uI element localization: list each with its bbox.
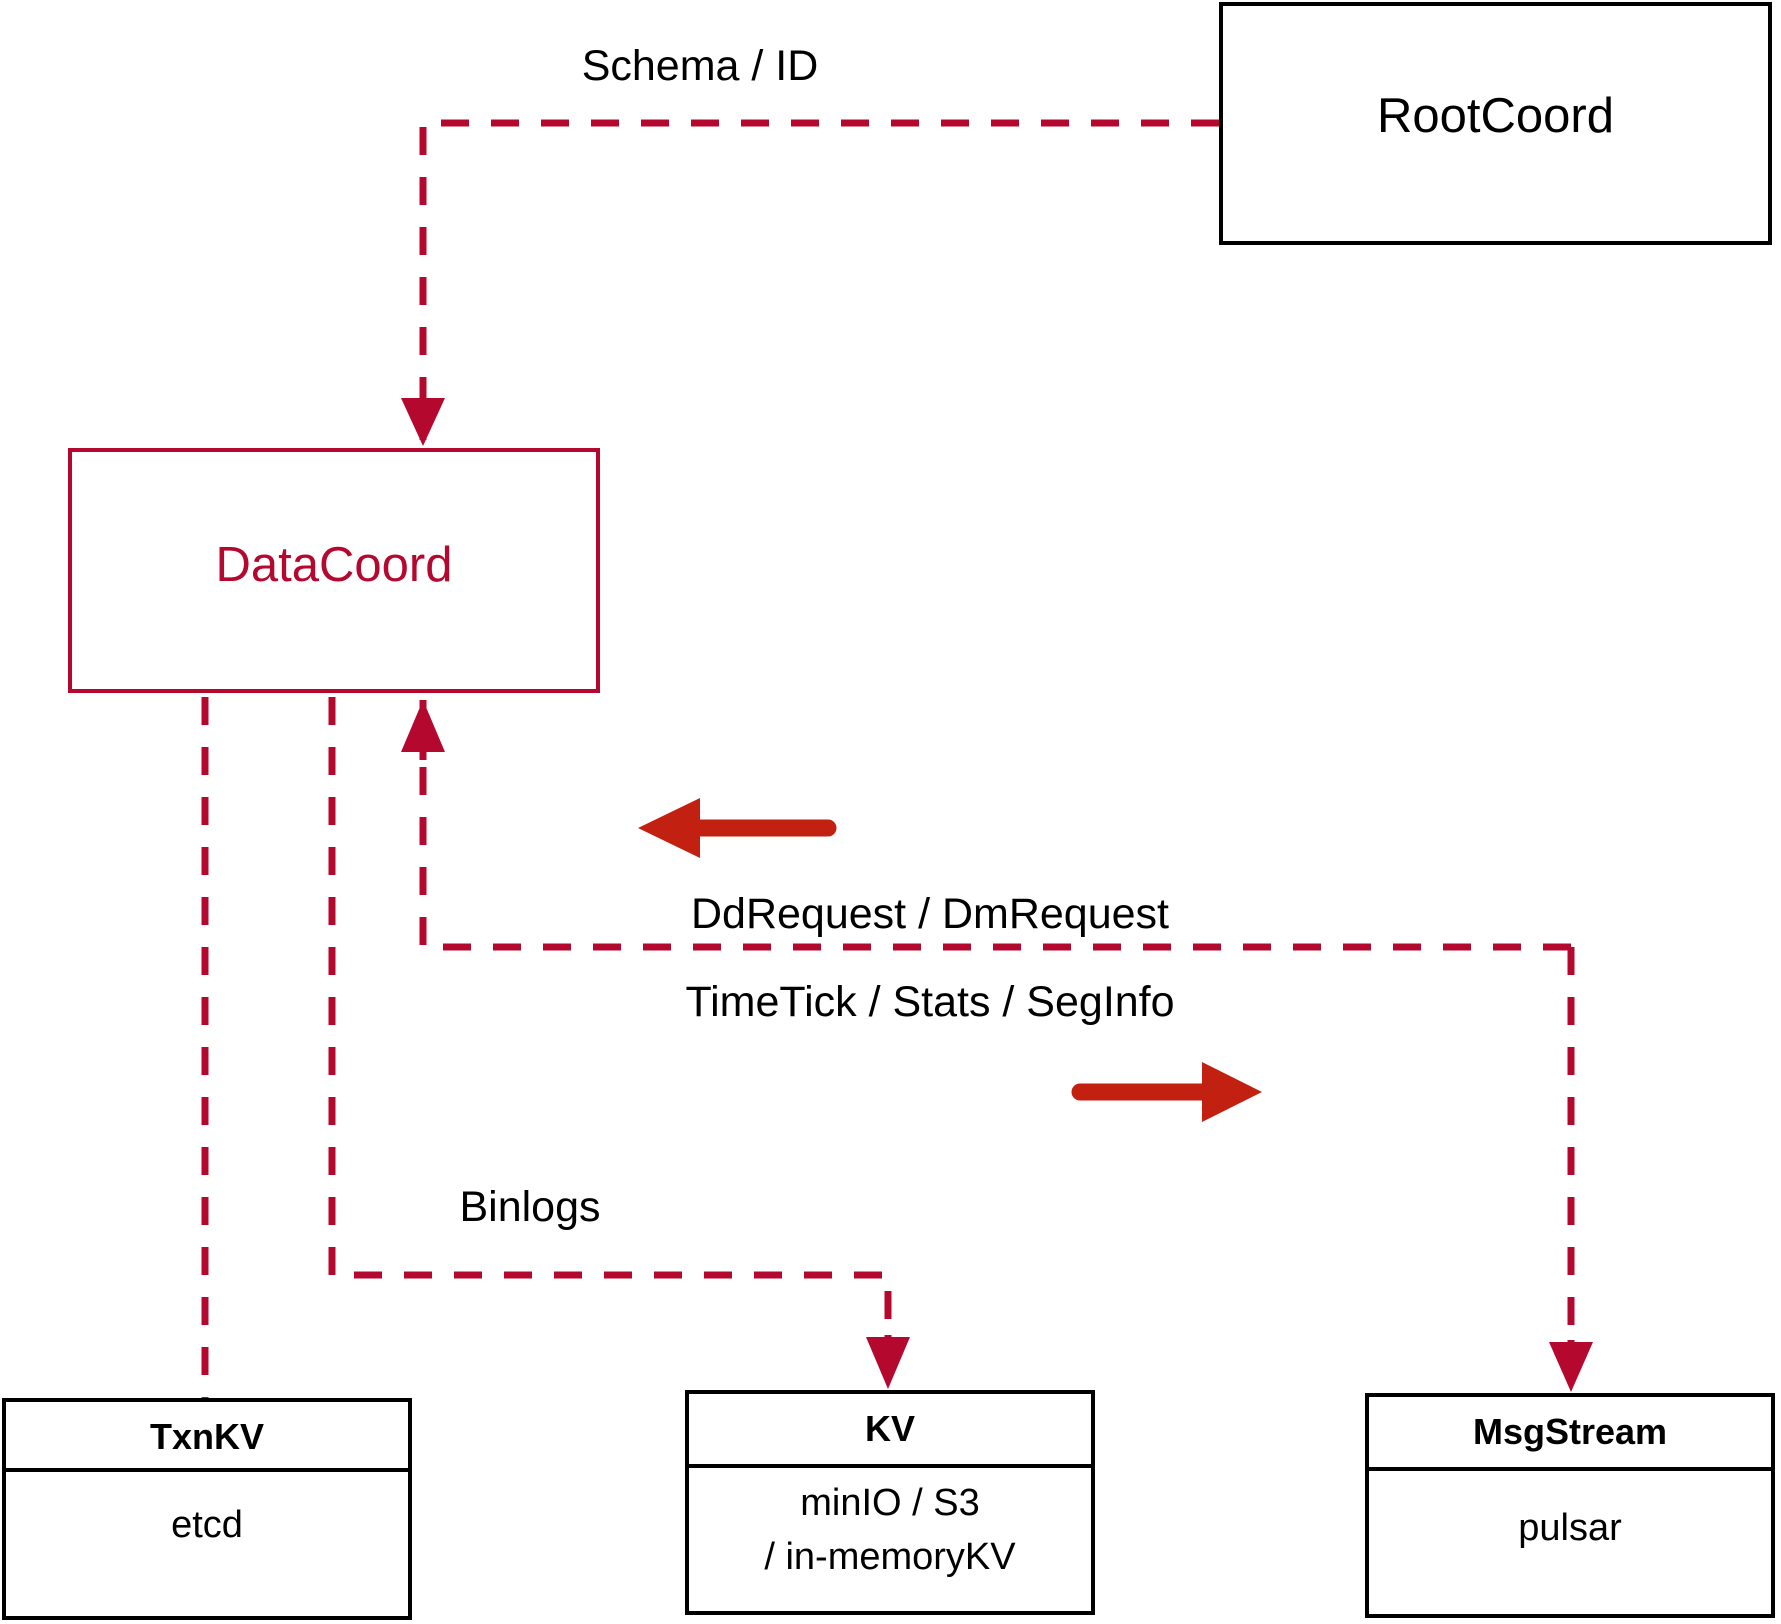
node-msgstream[interactable]: MsgStream pulsar <box>1365 1393 1775 1618</box>
edge-binlogs <box>328 697 910 1389</box>
arrowhead-into-kv-top <box>866 1337 910 1389</box>
node-kv-subtitle-line1: minIO / S3 <box>800 1482 980 1524</box>
node-datacoord-label: DataCoord <box>215 538 453 592</box>
node-kv-subtitle-line2: / in-memoryKV <box>764 1536 1016 1578</box>
node-txnkv-divider <box>6 1468 408 1472</box>
arrowhead-into-datacoord-top <box>401 398 445 446</box>
node-datacoord[interactable]: DataCoord <box>68 448 600 693</box>
node-msgstream-subtitle: pulsar <box>1518 1507 1622 1549</box>
node-kv[interactable]: KV minIO / S3 / in-memoryKV <box>685 1390 1095 1615</box>
edge-label-ddrequest-dmrequest: DdRequest / DmRequest <box>691 890 1169 938</box>
node-rootcoord[interactable]: RootCoord <box>1219 2 1772 245</box>
node-kv-divider <box>689 1464 1091 1468</box>
node-txnkv-subtitle: etcd <box>171 1504 243 1546</box>
node-txnkv-title: TxnKV <box>149 1416 264 1457</box>
arrowhead-into-msgstream-top <box>1549 1342 1593 1392</box>
flow-arrow-left <box>638 798 837 858</box>
edge-schema-id <box>401 119 1219 446</box>
edge-timetick-stats-seginfo <box>1549 947 1593 1392</box>
node-msgstream-title: MsgStream <box>1472 1411 1668 1452</box>
node-kv-title: KV <box>864 1408 915 1449</box>
edge-label-binlogs: Binlogs <box>459 1183 601 1231</box>
edge-label-timetick-stats-seginfo: TimeTick / Stats / SegInfo <box>685 978 1175 1026</box>
node-txnkv[interactable]: TxnKV etcd <box>2 1398 412 1620</box>
arrowhead-into-datacoord-bottom <box>401 700 445 752</box>
edge-label-schema-id: Schema / ID <box>581 42 819 90</box>
flow-arrow-right <box>1071 1062 1262 1122</box>
node-rootcoord-label: RootCoord <box>1377 89 1614 143</box>
node-msgstream-divider <box>1369 1467 1771 1471</box>
